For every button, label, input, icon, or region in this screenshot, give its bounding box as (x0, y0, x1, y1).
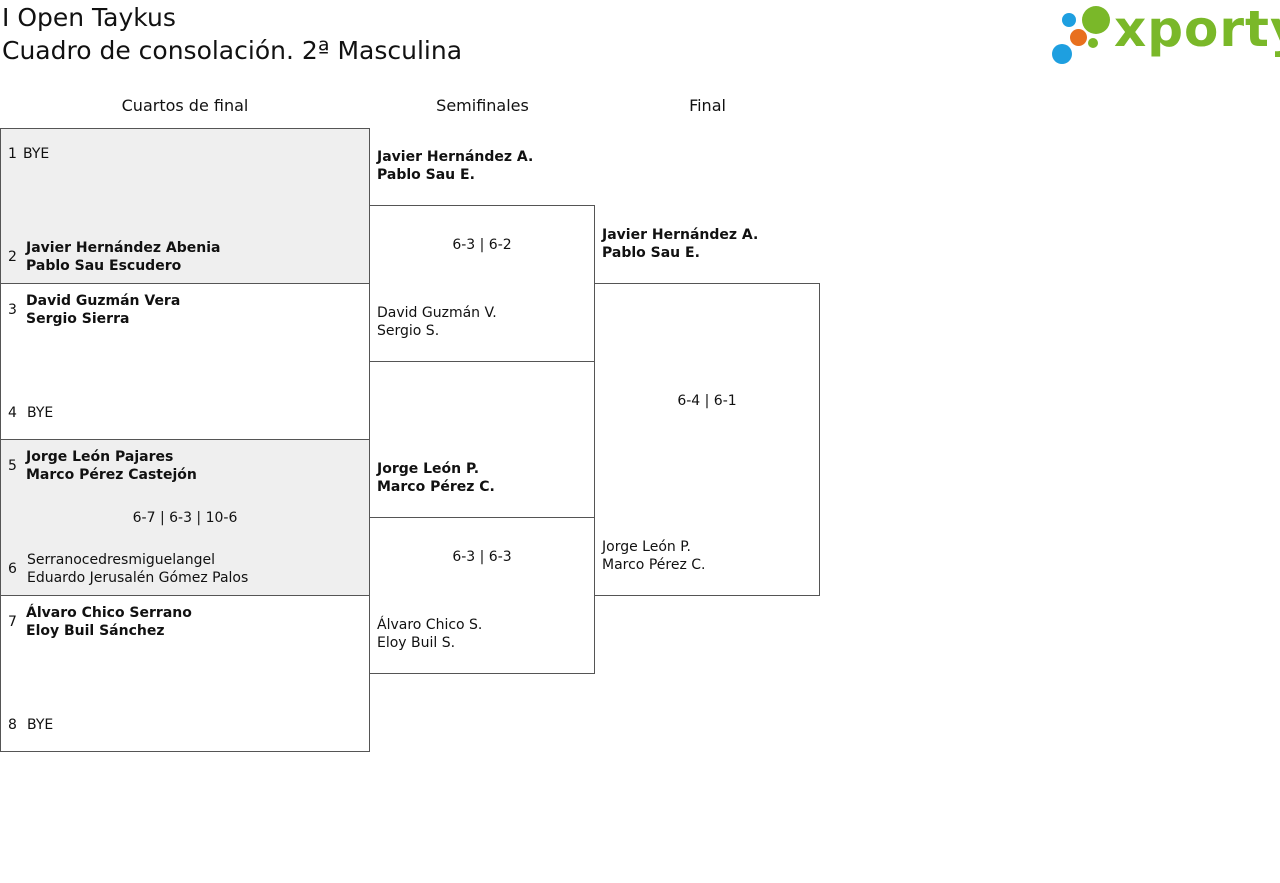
seed-number: 7 (8, 614, 17, 630)
logo-dot-blue (1052, 44, 1072, 64)
round-header-final: Final (689, 96, 726, 115)
semifinal-2-team-a-player-1: Jorge León P. (377, 461, 480, 477)
round-header-quarterfinals: Cuartos de final (121, 96, 249, 115)
logo-dot-green-small (1088, 38, 1098, 48)
semifinal-match-1: 6-3 | 6-2 David Guzmán V. Sergio S. (369, 205, 595, 362)
seed-number: 4 (8, 405, 17, 421)
team-name: Eloy Buil S. (377, 635, 456, 651)
semifinal-1-team-a-player-2: Pablo Sau E. (377, 167, 475, 183)
draw-subtitle: Cuadro de consolación. 2ª Masculina (2, 36, 463, 65)
quarterfinal-match-3: 5 Jorge León Pajares Marco Pérez Castejó… (0, 439, 370, 596)
seed-number: 6 (8, 561, 17, 577)
logo-dot-green (1082, 6, 1110, 34)
final-match: 6-4 | 6-1 Jorge León P. Marco Pérez C. (594, 283, 820, 596)
team-name: Javier Hernández Abenia (26, 240, 221, 256)
team-name: Pablo Sau Escudero (26, 258, 182, 274)
team-name: Marco Pérez Castejón (26, 467, 197, 483)
team-name: Álvaro Chico S. (377, 617, 483, 633)
team-name: Sergio S. (377, 323, 440, 339)
match-score: 6-3 | 6-3 (452, 549, 512, 565)
final-team-a-player-2: Pablo Sau E. (602, 245, 700, 261)
team-name: Eduardo Jerusalén Gómez Palos (27, 570, 249, 586)
logo-dot-blue-small (1062, 13, 1076, 27)
team-name: Sergio Sierra (26, 311, 130, 327)
round-header-semifinals: Semifinales (436, 96, 529, 115)
semifinal-1-team-a-player-1: Javier Hernández A. (377, 149, 534, 165)
seed-number: 2 (8, 249, 17, 265)
quarterfinal-match-4: 7 Álvaro Chico Serrano Eloy Buil Sánchez… (0, 595, 370, 752)
tournament-title: I Open Taykus (2, 3, 176, 32)
seed-number: 5 (8, 458, 17, 474)
team-name: BYE (27, 405, 54, 421)
team-name: Álvaro Chico Serrano (26, 605, 192, 621)
match-score: 6-3 | 6-2 (452, 237, 512, 253)
seed-number: 8 (8, 717, 17, 733)
final-team-a-player-1: Javier Hernández A. (602, 227, 759, 243)
team-name: Eloy Buil Sánchez (26, 623, 165, 639)
seed-number: 1 (8, 146, 17, 162)
logo-dot-orange (1070, 29, 1087, 46)
team-name: BYE (27, 717, 54, 733)
team-name: David Guzmán V. (377, 305, 497, 321)
seed-number: 3 (8, 302, 17, 318)
match-score: 6-7 | 6-3 | 10-6 (132, 510, 238, 526)
team-name: Jorge León Pajares (26, 449, 174, 465)
team-name: Jorge León P. (602, 539, 691, 555)
xporty-logo[interactable]: xporty (1052, 0, 1280, 66)
logo-wordmark: xporty (1114, 0, 1280, 58)
team-name: David Guzmán Vera (26, 293, 181, 309)
team-name: Serranocedresmiguelangel (27, 552, 215, 568)
team-name: Marco Pérez C. (602, 557, 706, 573)
team-name: BYE (23, 146, 50, 162)
quarterfinal-match-1: 1 BYE 2 Javier Hernández Abenia Pablo Sa… (0, 128, 370, 284)
semifinal-2-team-a-player-2: Marco Pérez C. (377, 479, 495, 495)
quarterfinal-match-2: 3 David Guzmán Vera Sergio Sierra 4 BYE (0, 283, 370, 440)
semifinal-match-2: 6-3 | 6-3 Álvaro Chico S. Eloy Buil S. (369, 517, 595, 674)
match-score: 6-4 | 6-1 (677, 393, 737, 409)
